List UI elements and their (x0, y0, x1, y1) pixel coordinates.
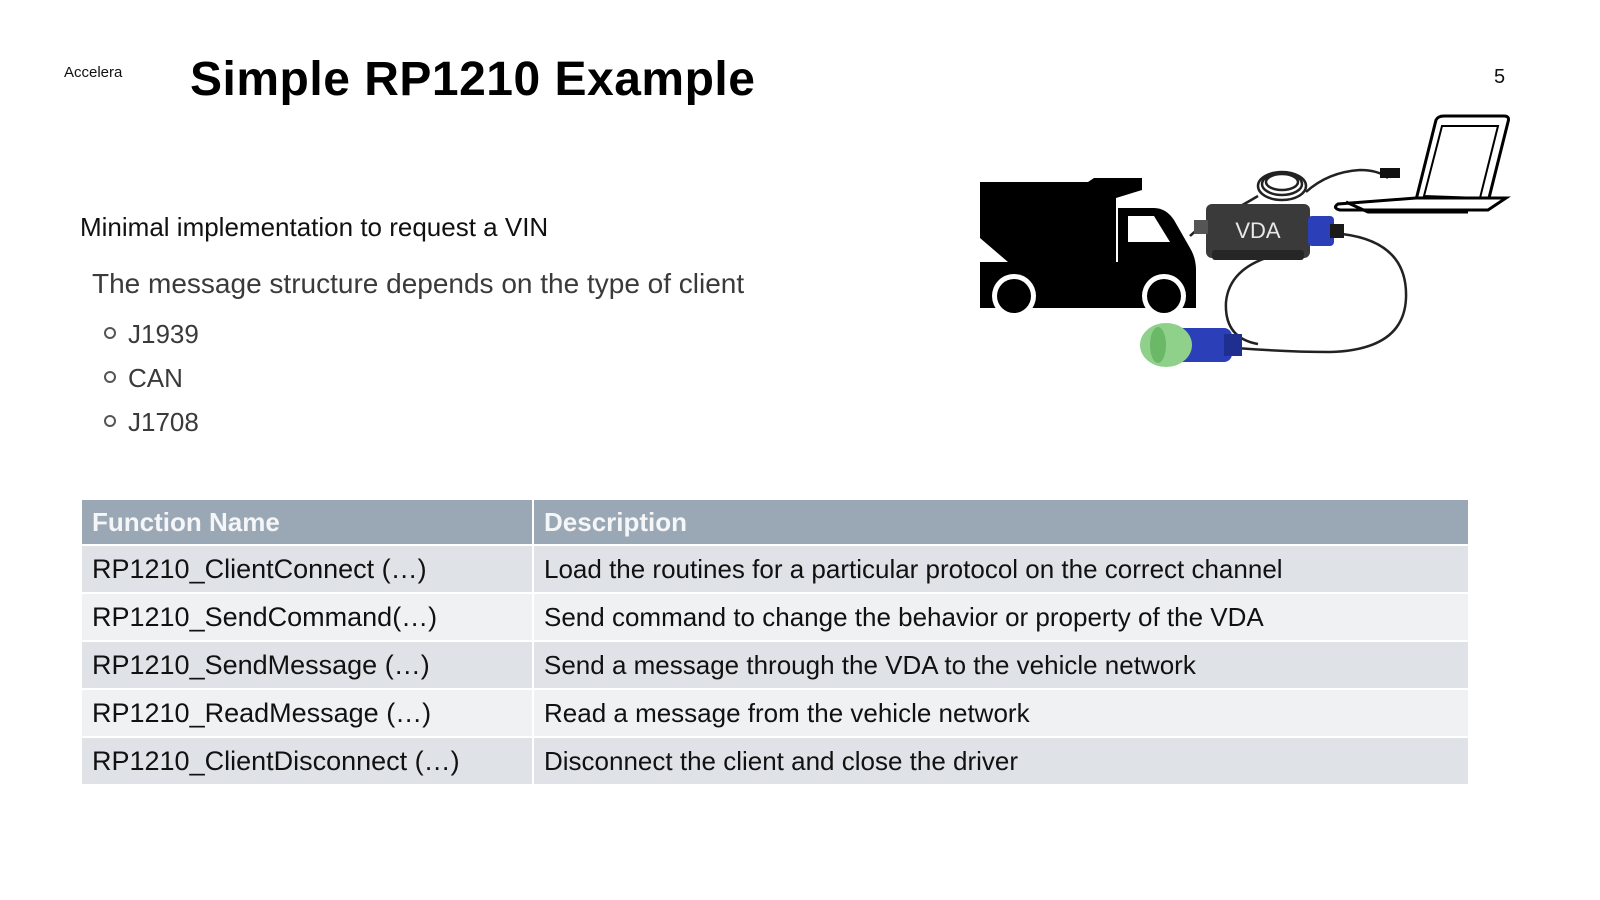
table-row: RP1210_ClientConnect (…) Load the routin… (80, 544, 1470, 594)
brand-label: Accelera (64, 64, 123, 81)
client-type-item: J1708 (104, 400, 199, 444)
description-cell: Load the routines for a particular proto… (532, 544, 1470, 594)
client-type-label: CAN (128, 363, 183, 393)
client-type-label: J1939 (128, 319, 199, 349)
bullet-icon (104, 371, 116, 384)
column-header-function-name: Function Name (80, 498, 534, 546)
vda-label: VDA (1235, 218, 1281, 243)
table-row: RP1210_ReadMessage (…) Read a message fr… (80, 688, 1470, 738)
message-structure-text: The message structure depends on the typ… (92, 268, 745, 299)
connector-icon (1140, 323, 1242, 367)
column-header-description: Description (532, 498, 1470, 546)
function-name-cell: RP1210_ClientDisconnect (…) (80, 736, 534, 786)
table-header-row: Function Name Description (80, 498, 1470, 546)
table-row: RP1210_ClientDisconnect (…) Disconnect t… (80, 736, 1470, 786)
function-name-cell: RP1210_SendCommand(…) (80, 592, 534, 642)
vda-illustration: VDA (980, 114, 1511, 367)
slide-title: Simple RP1210 Example (190, 53, 756, 106)
function-name-cell: RP1210_SendMessage (…) (80, 640, 534, 690)
cable-icon (1189, 168, 1408, 354)
table-row: RP1210_SendMessage (…) Send a message th… (80, 640, 1470, 690)
truck-icon (980, 178, 1196, 318)
vda-adapter-icon: VDA (1194, 204, 1344, 260)
client-type-item: CAN (104, 356, 199, 400)
usb-plug-icon (1380, 168, 1400, 178)
description-cell: Send command to change the behavior or p… (532, 592, 1470, 642)
page-number: 5 (1494, 66, 1506, 88)
bullet-icon (104, 415, 116, 428)
description-cell: Send a message through the VDA to the ve… (532, 640, 1470, 690)
description-cell: Disconnect the client and close the driv… (532, 736, 1470, 786)
client-type-item: J1939 (104, 312, 199, 356)
table-row: RP1210_SendCommand(…) Send command to ch… (80, 592, 1470, 642)
laptop-icon (1333, 114, 1511, 214)
intro-text: Minimal implementation to request a VIN (80, 212, 549, 242)
function-name-cell: RP1210_ReadMessage (…) (80, 688, 534, 738)
client-type-label: J1708 (128, 407, 199, 437)
bullet-icon (104, 327, 116, 340)
rp1210-functions-table: Function Name Description RP1210_ClientC… (80, 498, 1470, 786)
description-cell: Read a message from the vehicle network (532, 688, 1470, 738)
client-type-list: J1939 CAN J1708 (104, 312, 199, 444)
function-name-cell: RP1210_ClientConnect (…) (80, 544, 534, 594)
